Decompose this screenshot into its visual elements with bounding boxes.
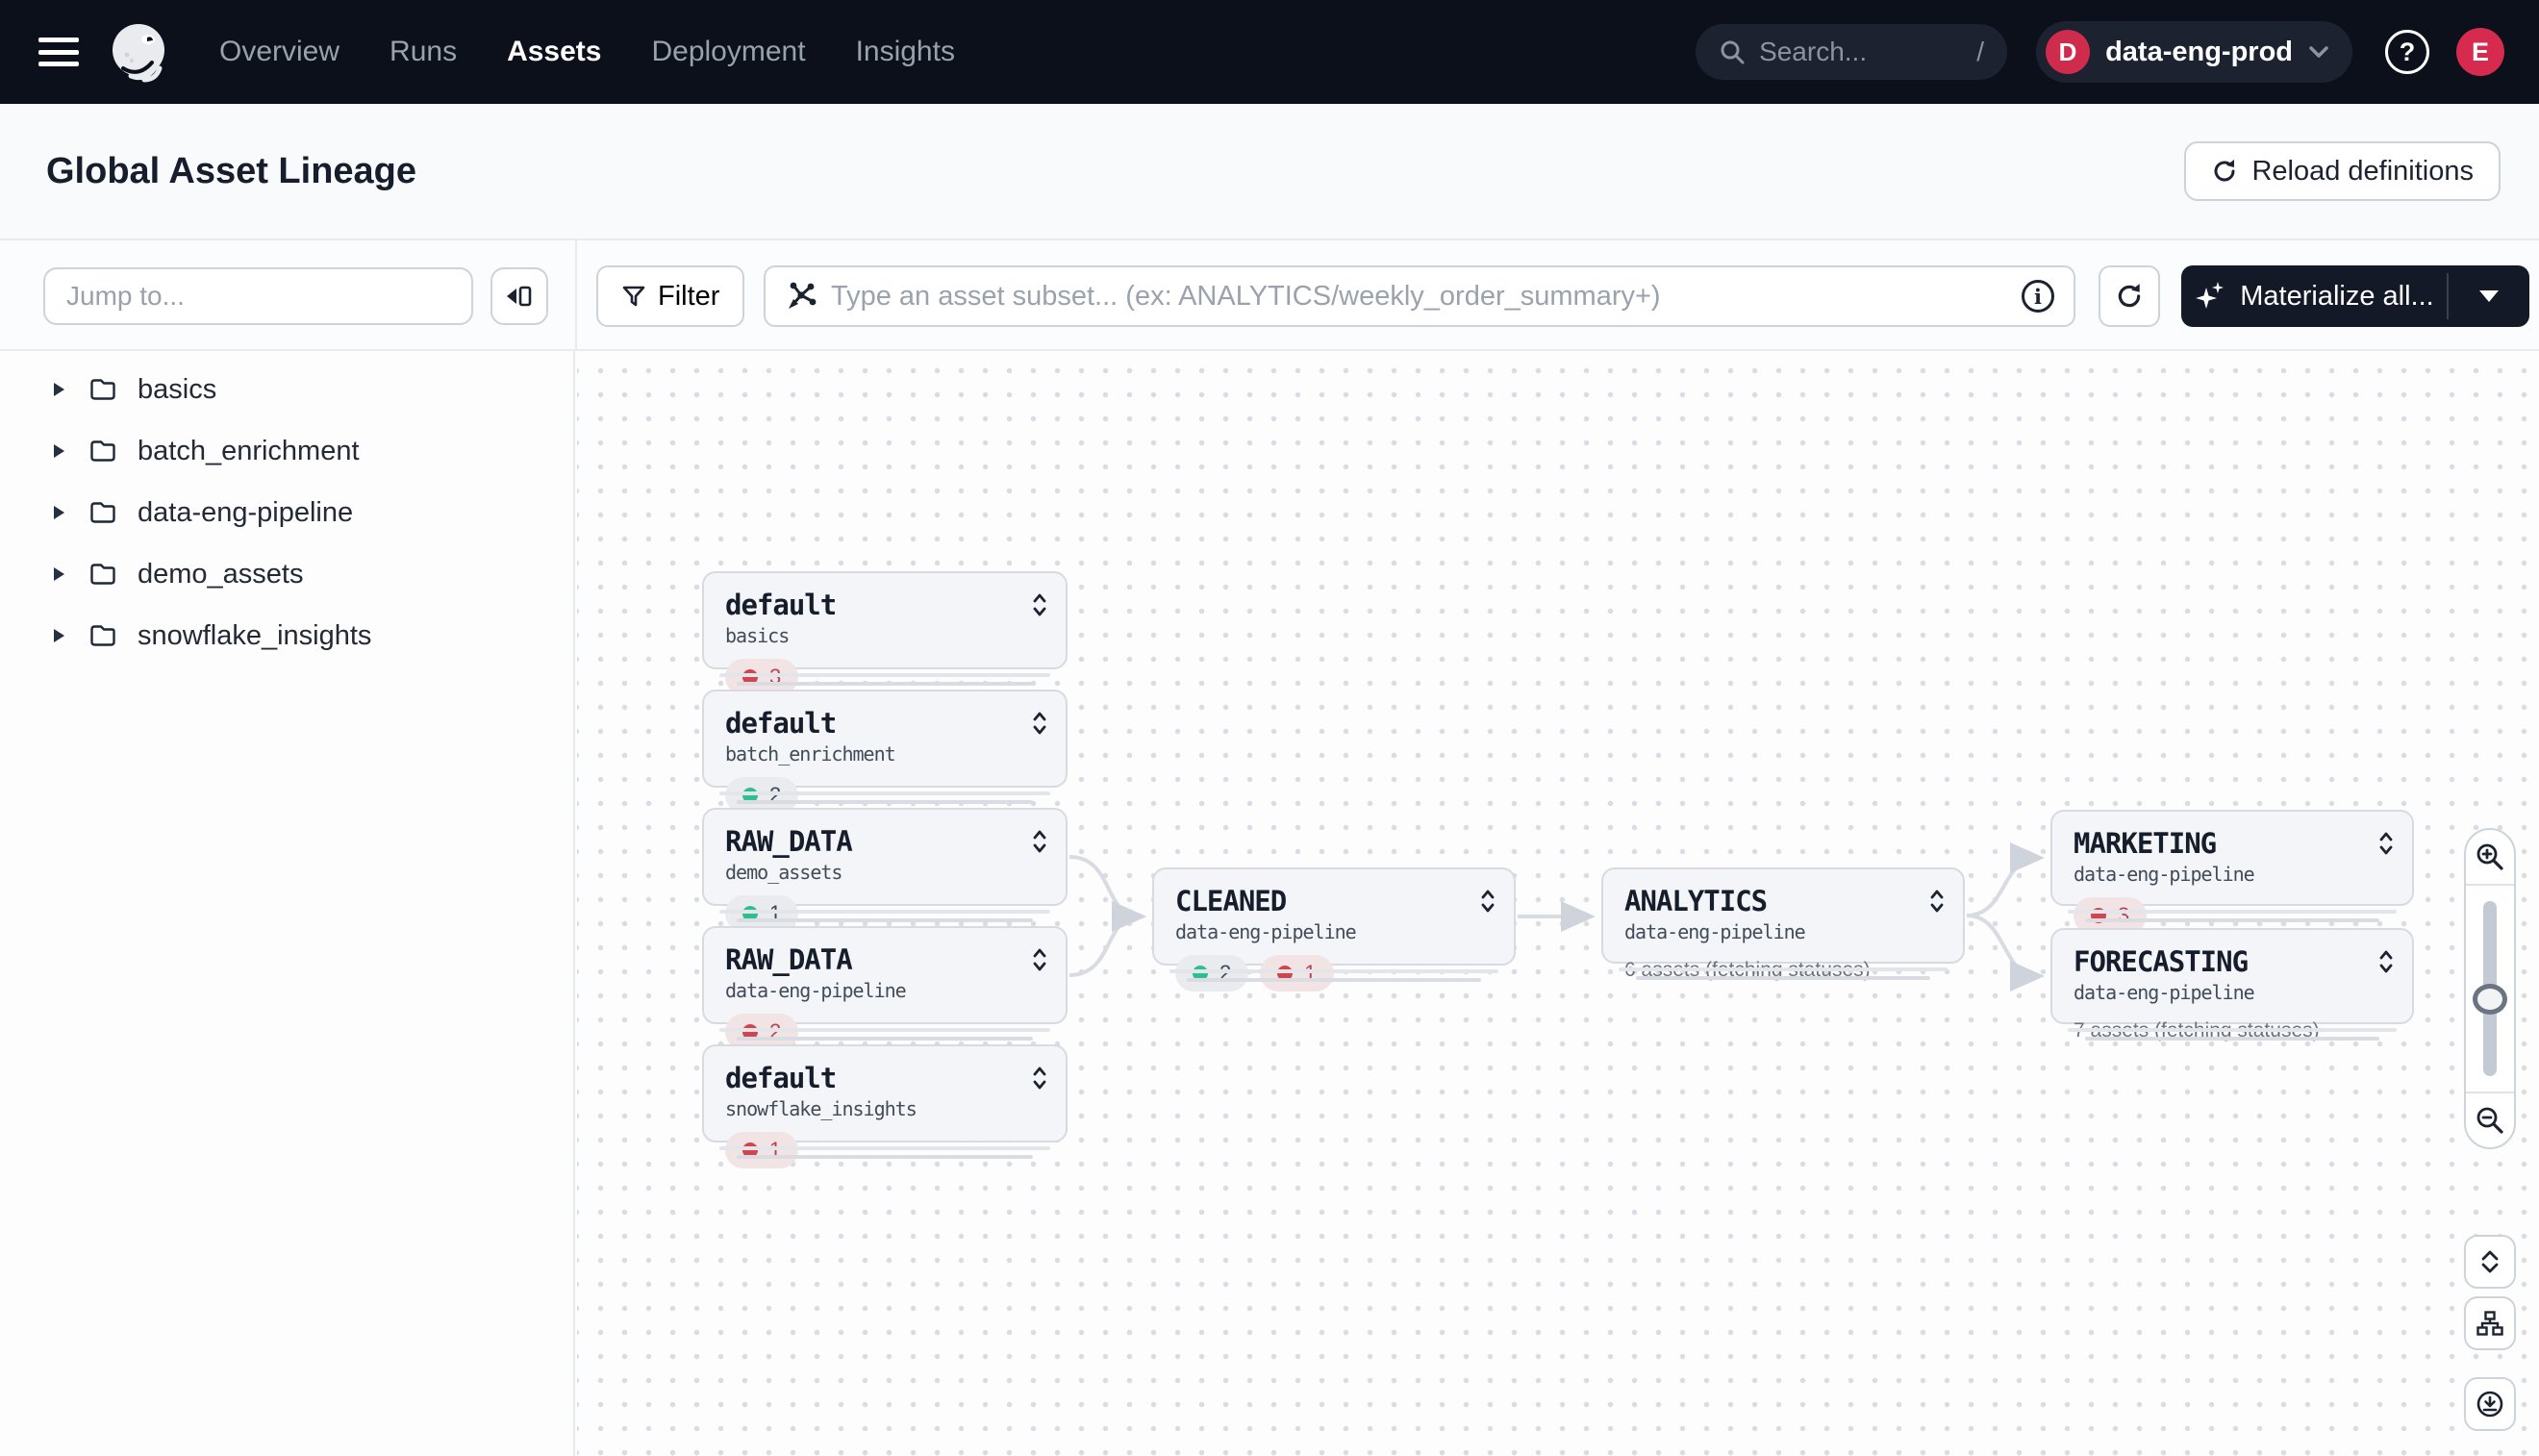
filter-icon [622, 286, 645, 307]
expand-chevrons-icon[interactable] [1031, 1064, 1048, 1092]
caret-right-icon[interactable] [54, 506, 64, 519]
folder-icon [90, 564, 115, 585]
materialize-all-button[interactable]: Materialize all... [2181, 265, 2529, 327]
sidebar-item-batch_enrichment[interactable]: batch_enrichment [0, 420, 573, 482]
group-node-default-batch_enrichment[interactable]: default batch_enrichment 2 [702, 690, 1068, 814]
top-nav: Overview Runs Assets Deployment Insights… [0, 0, 2539, 104]
download-icon [2476, 1391, 2503, 1418]
refresh-icon [2118, 284, 2141, 308]
zoom-slider[interactable] [2473, 901, 2507, 1076]
materialize-options-button[interactable] [2449, 265, 2529, 327]
nav-assets[interactable]: Assets [507, 36, 602, 67]
zoom-out-button[interactable] [2466, 1092, 2514, 1147]
lineage-edges [1068, 842, 2045, 992]
folder-icon [90, 502, 115, 523]
layout-button[interactable] [2464, 1296, 2516, 1350]
expand-chevrons-icon[interactable] [2377, 947, 2395, 976]
status-badge: 2 [725, 777, 799, 814]
status-badge: 1 [725, 1132, 799, 1168]
caret-down-icon [2479, 290, 2499, 302]
refresh-button[interactable] [2099, 265, 2160, 327]
fetching-statuses-note: 7 assets (fetching statuses) [2074, 1019, 2320, 1042]
caret-right-icon[interactable] [54, 383, 64, 396]
sparkles-icon [2196, 282, 2225, 309]
caret-right-icon[interactable] [54, 444, 64, 458]
folder-icon [90, 440, 115, 462]
collapse-panel-button[interactable] [490, 267, 548, 325]
primary-nav: Overview Runs Assets Deployment Insights [219, 36, 955, 68]
global-search[interactable]: / [1696, 24, 2008, 80]
asset-groups-panel: basics batch_enrichment data-eng-pipelin… [0, 351, 575, 1456]
double-chevron-icon [2481, 1250, 2499, 1273]
caret-right-icon[interactable] [54, 629, 64, 642]
group-node-cleaned[interactable]: CLEANED data-eng-pipeline 2 1 [1152, 867, 1516, 992]
sidebar-item-data-eng-pipeline[interactable]: data-eng-pipeline [0, 482, 573, 543]
nav-deployment[interactable]: Deployment [651, 36, 806, 67]
jump-to-input[interactable] [43, 267, 473, 325]
expand-chevrons-icon[interactable] [2377, 829, 2395, 858]
folder-icon [90, 625, 115, 646]
deployment-badge: D [2046, 30, 2091, 74]
expand-chevrons-icon[interactable] [1928, 887, 1946, 916]
download-button[interactable] [2464, 1377, 2516, 1431]
reload-definitions-button[interactable]: Reload definitions [2184, 141, 2501, 201]
menu-icon[interactable] [38, 38, 79, 66]
page-header: Global Asset Lineage Reload definitions [0, 104, 2539, 240]
search-icon [1721, 40, 1745, 64]
deployment-name: data-eng-prod [2105, 36, 2293, 67]
expand-chevrons-icon[interactable] [1031, 945, 1048, 974]
zoom-control [2464, 828, 2516, 1149]
chevron-down-icon [2309, 46, 2328, 58]
zoom-slider-thumb[interactable] [2473, 983, 2507, 1015]
zoom-in-button[interactable] [2466, 830, 2514, 886]
group-node-analytics[interactable]: ANALYTICS data-eng-pipeline 6 assets (fe… [1601, 867, 1965, 981]
group-node-default-basics[interactable]: default basics 3 [702, 571, 1068, 695]
asset-selection-icon [789, 282, 817, 309]
group-node-marketing[interactable]: MARKETING data-eng-pipeline 3 [2050, 810, 2414, 934]
search-input[interactable] [1759, 37, 1977, 67]
status-badge: 2 [1175, 955, 1249, 992]
nav-runs[interactable]: Runs [390, 36, 458, 67]
expand-chevrons-icon[interactable] [1031, 590, 1048, 619]
graph-controls [2464, 828, 2516, 1431]
sidebar-item-demo_assets[interactable]: demo_assets [0, 543, 573, 605]
folder-icon [90, 379, 115, 400]
panel-collapse-icon [507, 286, 532, 307]
caret-right-icon[interactable] [54, 567, 64, 581]
hierarchy-icon [2476, 1311, 2503, 1336]
group-node-forecasting[interactable]: FORECASTING data-eng-pipeline 7 assets (… [2050, 928, 2414, 1042]
toolbar: Filter i Materialize all... [0, 240, 2539, 351]
info-icon[interactable]: i [2022, 280, 2054, 313]
deployment-switcher[interactable]: D data-eng-prod [2036, 21, 2352, 83]
filter-button[interactable]: Filter [596, 265, 745, 327]
page-title: Global Asset Lineage [46, 150, 417, 191]
expand-chevrons-icon[interactable] [1479, 887, 1496, 916]
nav-overview[interactable]: Overview [219, 36, 340, 67]
asset-subset-field: i [764, 265, 2075, 327]
zoom-out-icon [2476, 1107, 2503, 1134]
expand-all-button[interactable] [2464, 1235, 2516, 1289]
sidebar-item-basics[interactable]: basics [0, 359, 573, 420]
expand-chevrons-icon[interactable] [1031, 709, 1048, 738]
group-node-raw_data-demo_assets[interactable]: RAW_DATA demo_assets 1 [702, 808, 1068, 932]
help-icon[interactable]: ? [2385, 30, 2429, 74]
search-shortcut: / [1976, 37, 1985, 66]
status-badge: 1 [1260, 955, 1334, 992]
zoom-in-icon [2476, 843, 2503, 870]
asset-subset-input[interactable] [831, 280, 2022, 313]
lineage-canvas[interactable]: default basics 3 default batch_enrichmen… [577, 353, 2539, 1456]
group-node-raw_data-data-eng-pipeline[interactable]: RAW_DATA data-eng-pipeline 2 [702, 926, 1068, 1050]
fetching-statuses-note: 6 assets (fetching statuses) [1624, 959, 1871, 981]
status-badge: 2 [725, 1014, 799, 1050]
nav-insights[interactable]: Insights [855, 36, 955, 67]
group-node-default-snowflake_insights[interactable]: default snowflake_insights 1 [702, 1044, 1068, 1168]
sidebar-item-snowflake_insights[interactable]: snowflake_insights [0, 605, 573, 666]
user-avatar[interactable]: E [2456, 28, 2504, 76]
dagster-logo[interactable] [106, 18, 173, 86]
expand-chevrons-icon[interactable] [1031, 827, 1048, 856]
reload-icon [2215, 160, 2235, 182]
